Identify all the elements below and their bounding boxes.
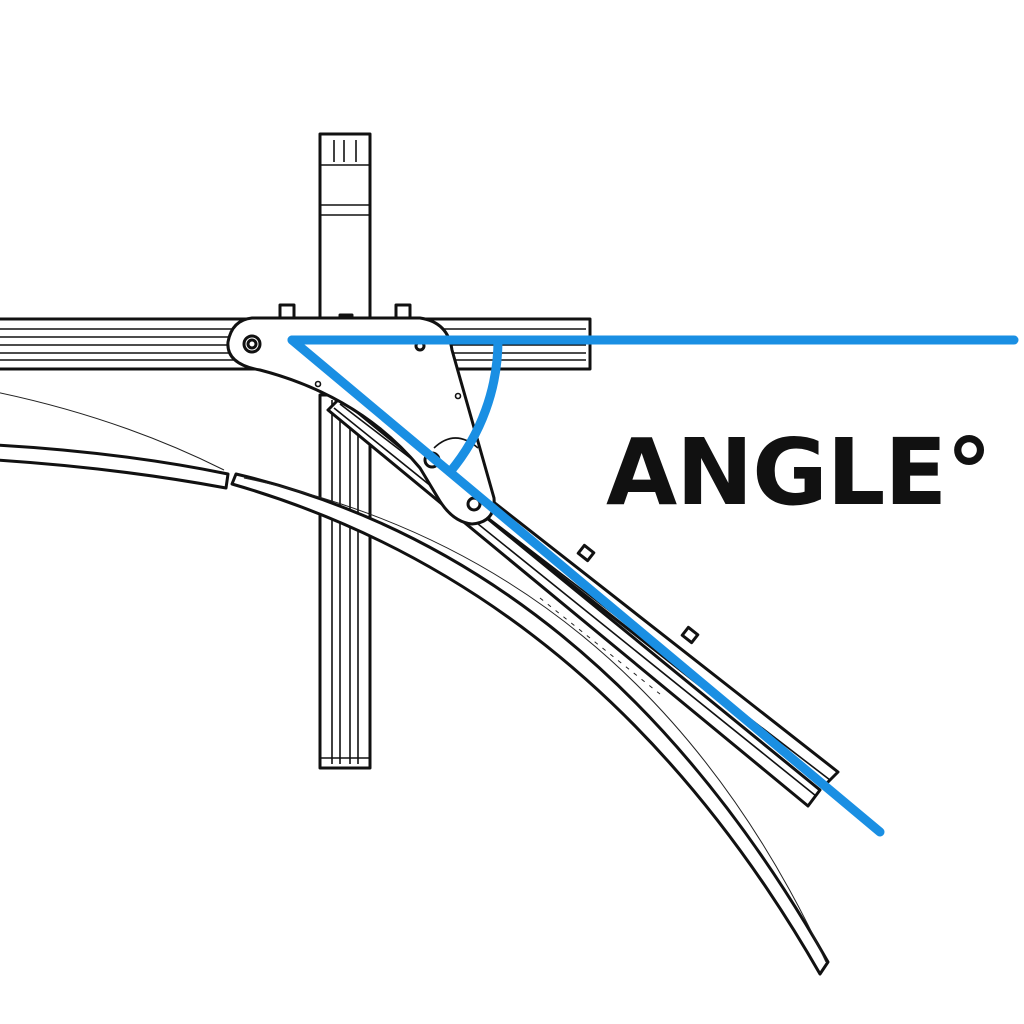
angle-label: ANGLE°: [606, 419, 991, 526]
angle-indicator: [287, 335, 1019, 837]
right-monitor-panel: [230, 472, 830, 976]
vertical-post-bottom: [318, 393, 372, 770]
angle-arc: [445, 335, 503, 477]
left-monitor-panel: [0, 392, 230, 490]
vertical-post-top: [318, 132, 372, 322]
angle-ray-diagonal: [287, 335, 885, 837]
